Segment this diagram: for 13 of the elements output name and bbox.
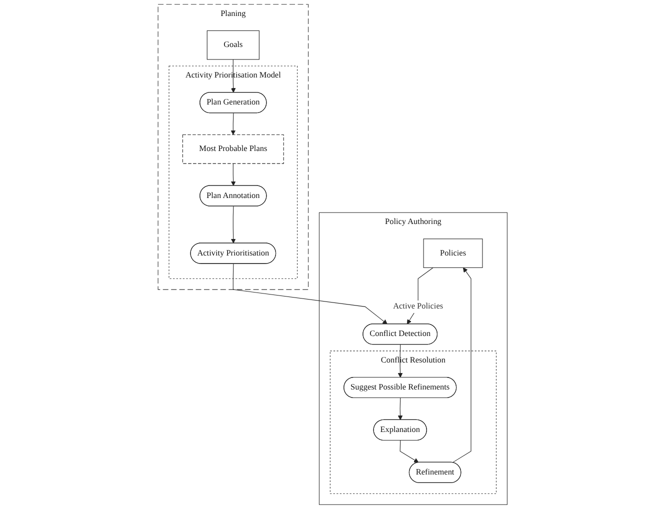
arrow: [231, 59, 236, 93]
arrow: [233, 264, 388, 324]
arrow: [398, 398, 404, 420]
arrow: [231, 112, 236, 135]
edge-label: Active Policies: [393, 302, 444, 311]
node-box: Most Probable Plans: [182, 134, 284, 164]
node-box: Goals: [207, 30, 260, 60]
arrow: [452, 267, 472, 463]
node-box: Policies: [424, 238, 484, 268]
arrow: [398, 344, 404, 378]
arrow: [231, 206, 236, 244]
arrow: [400, 440, 420, 463]
arrow: [231, 163, 236, 186]
